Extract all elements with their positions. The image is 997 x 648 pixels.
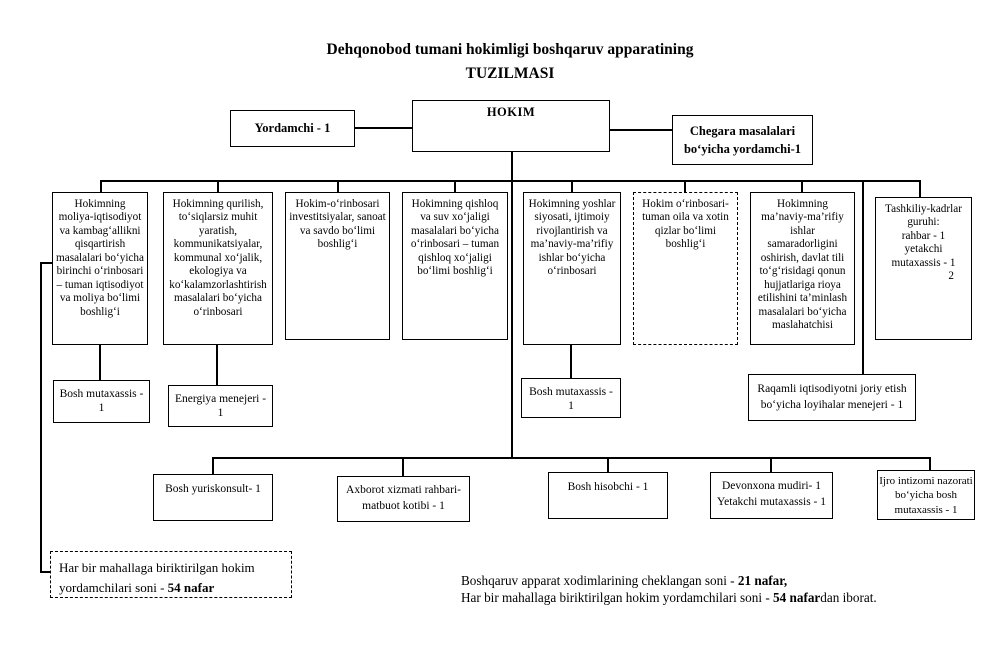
box-hokim: HOKIM bbox=[412, 100, 610, 152]
tashkiliy-line: Tashkiliy-kadrlar bbox=[885, 203, 962, 215]
footer-line-2: Har bir mahallaga biriktirilgan hokim yo… bbox=[461, 589, 941, 606]
connector-line bbox=[355, 127, 412, 129]
mahalla-note-text: Har bir mahallaga biriktirilgan hokim yo… bbox=[59, 560, 255, 595]
box-yordamchi: Yordamchi - 1 bbox=[230, 110, 355, 147]
consultant-box-manaviy: Hokimning ma’naviy-ma’rifiy ishlar samar… bbox=[750, 192, 855, 345]
tashkiliy-line: rahbar - 1 bbox=[901, 229, 946, 242]
connector-line bbox=[607, 457, 609, 472]
connector-line bbox=[212, 457, 931, 459]
connector-line bbox=[770, 457, 772, 472]
connector-line bbox=[684, 180, 686, 193]
box-bosh-mutaxassis-1: Bosh mutaxassis - 1 bbox=[53, 380, 150, 423]
box-ijro-intizomi: Ijro intizomi nazorati bo‘yicha bosh mut… bbox=[877, 470, 975, 520]
title-line-2: TUZILMASI bbox=[465, 65, 555, 83]
connector-line bbox=[217, 180, 219, 193]
deputy-box-moliya: Hokimning moliya-iqtisodiyot va kambag‘a… bbox=[52, 192, 148, 345]
tashkiliy-line: guruhi: bbox=[907, 216, 940, 229]
connector-line bbox=[570, 345, 572, 378]
footer-note: Boshqaruv apparat xodimlarining cheklang… bbox=[461, 572, 941, 606]
connector-line bbox=[402, 457, 404, 476]
connector-line bbox=[40, 571, 50, 573]
footer-line-1: Boshqaruv apparat xodimlarining cheklang… bbox=[461, 572, 941, 589]
box-energiya-menejeri: Energiya menejeri - 1 bbox=[168, 385, 273, 427]
tashkiliy-line: mutaxassis - 1 bbox=[891, 256, 956, 269]
box-axborot-xizmati: Axborot xizmati rahbari- matbuot kotibi … bbox=[337, 476, 470, 522]
box-bosh-mutaxassis-2: Bosh mutaxassis - 1 bbox=[521, 378, 621, 418]
footer-line2-suffix: dan iborat. bbox=[820, 590, 877, 606]
title-line-1: Dehqonobod tumani hokimligi boshqaruv ap… bbox=[326, 41, 694, 58]
box-chegara: Chegara masalalari bo‘yicha yordamchi-1 bbox=[672, 115, 813, 165]
box-bosh-yuriskonsult: Bosh yuriskonsult- 1 bbox=[153, 474, 273, 521]
connector-line bbox=[919, 180, 921, 198]
deputy-box-yoshlar: Hokimning yoshlar siyosati, ijtimoiy riv… bbox=[523, 192, 621, 345]
connector-line bbox=[216, 345, 218, 385]
deputy-box-investitsiyalar: Hokim-o‘rinbosari investitsiyalar, sanoa… bbox=[285, 192, 390, 340]
connector-line bbox=[99, 345, 101, 380]
deputy-box-qurilish: Hokimning qurilish, to‘siqlarsiz muhit y… bbox=[163, 192, 273, 345]
footer-line2-count: 54 nafar bbox=[773, 590, 821, 606]
box-bosh-hisobchi: Bosh hisobchi - 1 bbox=[548, 472, 668, 519]
connector-line bbox=[610, 129, 672, 131]
tashkiliy-line: yetakchi bbox=[904, 243, 943, 256]
connector-line bbox=[571, 180, 573, 193]
connector-line bbox=[862, 180, 864, 374]
connector-line bbox=[511, 152, 513, 457]
footer-line2-text: Har bir mahallaga biriktirilgan hokim yo… bbox=[461, 590, 774, 606]
connector-line bbox=[337, 180, 339, 193]
box-tashkiliy-kadrlar: Tashkiliy-kadrlar guruhi: rahbar - 1 yet… bbox=[875, 197, 972, 340]
box-devonxona: Devonxona mudiri- 1 Yetakchi mutaxassis … bbox=[710, 472, 833, 519]
tashkiliy-extra-count: 2 bbox=[948, 270, 954, 283]
connector-line bbox=[100, 180, 102, 193]
deputy-box-oila: Hokim o‘rinbosari- tuman oila va xotin q… bbox=[633, 192, 738, 345]
connector-line bbox=[212, 457, 214, 474]
page-title: Dehqonobod tumani hokimligi boshqaruv ap… bbox=[300, 38, 720, 86]
footer-line1-count: 21 nafar, bbox=[737, 573, 788, 588]
devonxona-line-1: Devonxona mudiri- 1 bbox=[721, 480, 821, 492]
deputy-box-qishloq: Hokimning qishloq va suv xo‘jaligi masal… bbox=[402, 192, 508, 340]
connector-line bbox=[100, 180, 921, 182]
box-raqamli-loyihalar-menejeri: Raqamli iqtisodiyotni joriy etish bo‘yic… bbox=[748, 374, 916, 421]
mahalla-note-count: 54 nafar bbox=[167, 579, 215, 595]
connector-line bbox=[40, 262, 52, 264]
connector-line bbox=[40, 262, 42, 573]
devonxona-line-2: Yetakchi mutaxassis - 1 bbox=[716, 495, 827, 508]
mahalla-note-box: Har bir mahallaga biriktirilgan hokim yo… bbox=[50, 551, 292, 598]
connector-line bbox=[801, 180, 803, 193]
connector-line bbox=[454, 180, 456, 193]
footer-line1-text: Boshqaruv apparat xodimlarining cheklang… bbox=[461, 573, 738, 588]
connector-line bbox=[929, 457, 931, 470]
